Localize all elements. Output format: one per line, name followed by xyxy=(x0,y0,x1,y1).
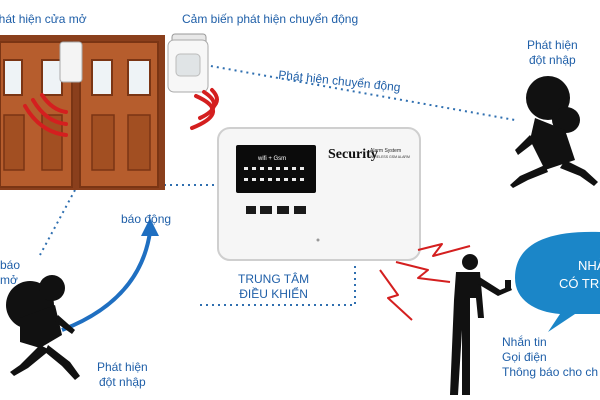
panel-screen-text: wifi + Gsm xyxy=(257,156,286,162)
label-intruder-bottom-line1: Phát hiện xyxy=(97,360,148,374)
label-control-center-line2: ĐIỀU KHIỂN xyxy=(239,287,308,301)
panel-screen-leds xyxy=(244,167,304,181)
bubble-text-1: NHẢ xyxy=(578,258,600,273)
door-lower-panel xyxy=(127,114,151,171)
thief-bottom-left xyxy=(6,275,80,380)
door-window xyxy=(91,59,113,96)
speech-bubble: NHẢ CÓ TRỘ xyxy=(515,231,600,332)
label-control-center-line1: TRUNG TÂM xyxy=(238,272,310,286)
alert-bolts xyxy=(379,243,471,321)
door-sensor xyxy=(59,41,83,83)
thief-top-right xyxy=(510,76,598,188)
bubble-text-2: CÓ TRỘ xyxy=(559,276,600,291)
door-window xyxy=(3,59,23,96)
label-notify: Nhắn tin Gọi điện Thông báo cho ch xyxy=(502,335,598,380)
motion-sensor xyxy=(167,33,209,93)
panel-subtitle-2: WIRELESS GSM ALARM xyxy=(370,155,410,159)
panel-status-icons xyxy=(246,206,306,214)
alarm-arrow xyxy=(61,218,159,332)
label-door-sensor: phát hiện cửa mở xyxy=(0,12,87,26)
label-intruder-bottom-line2: đột nhập xyxy=(99,375,146,389)
door-signal-waves xyxy=(23,93,68,137)
door-lower-panel xyxy=(3,114,25,171)
line-door-down-left xyxy=(39,189,76,256)
label-alarm: báo động xyxy=(121,212,172,226)
line-motion-to-thief xyxy=(204,64,516,121)
label-notify-line1: Nhắn tin xyxy=(502,335,547,349)
label-motion-sensor: Cảm biến phát hiện chuyển động xyxy=(182,12,359,26)
door-lower-panel xyxy=(91,114,115,171)
label-intruder-top-line2: đột nhập xyxy=(529,53,576,67)
panel-brand: Security xyxy=(328,147,378,162)
label-intruder-bottom: Phát hiện đột nhập xyxy=(97,360,148,390)
door-window xyxy=(127,59,151,96)
label-intruder-top: Phát hiện đột nhập xyxy=(527,38,578,68)
door-illustration xyxy=(0,35,165,190)
label-notify-line3: Thông báo cho ch xyxy=(502,365,599,379)
panel-led xyxy=(316,238,320,242)
control-panel: Security Alarm System WIRELESS GSM ALARM… xyxy=(217,127,421,261)
panel-subtitle-1: Alarm System xyxy=(370,148,401,154)
label-notify-line2: Gọi điện xyxy=(502,350,547,364)
motion-signal-waves xyxy=(190,88,219,130)
label-left-partial-line2: mở xyxy=(0,273,18,287)
owner-silhouette xyxy=(450,254,512,395)
label-left-partial-line1: báo xyxy=(0,258,21,272)
door-window xyxy=(41,59,63,96)
label-intruder-top-line1: Phát hiện xyxy=(527,38,578,52)
label-control-center: TRUNG TÂM ĐIỀU KHIỂN xyxy=(238,272,309,302)
label-left-partial: báo mở xyxy=(0,258,20,288)
